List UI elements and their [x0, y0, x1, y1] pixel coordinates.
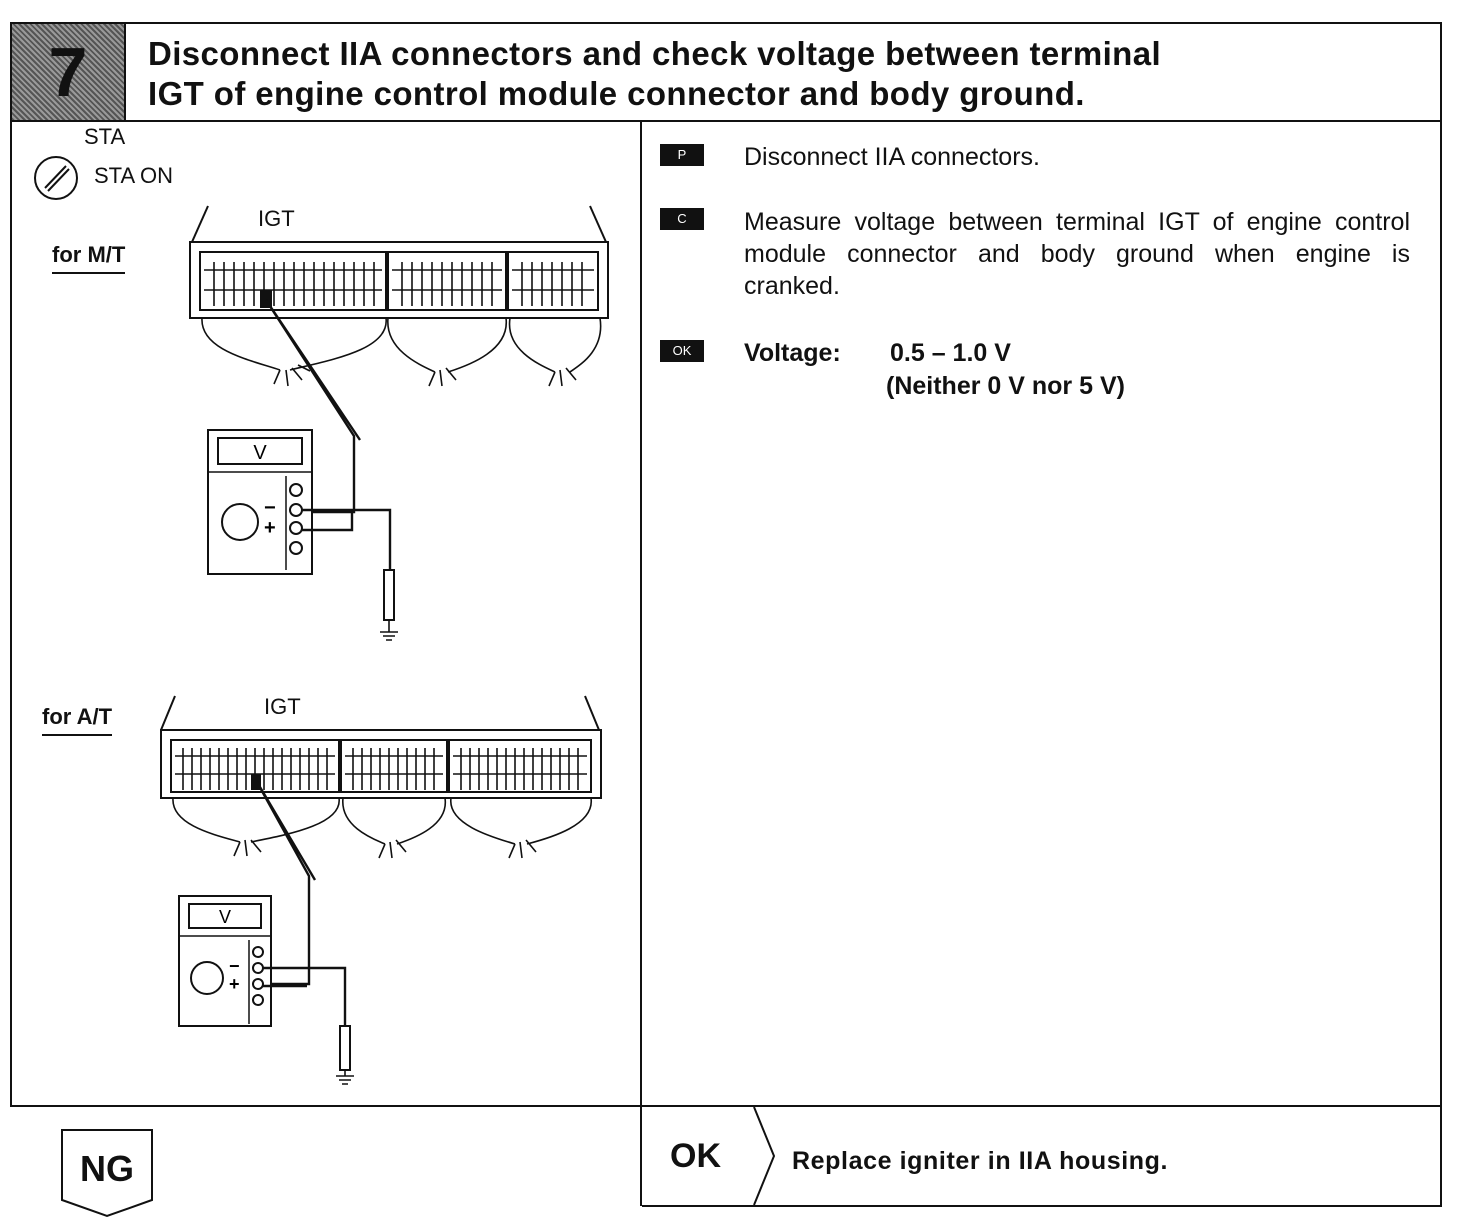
- ng-label: NG: [80, 1148, 134, 1189]
- at-label: for A/T: [42, 704, 113, 736]
- mt-connector-diagram: V − +: [189, 205, 609, 641]
- p-step-text: Disconnect IIA connectors.: [744, 143, 1040, 171]
- c-step-text: Measure voltage between terminal IGT of …: [744, 208, 1410, 300]
- column-divider: [640, 121, 642, 1206]
- at-meter-unit: V: [219, 907, 231, 927]
- ignition-switch-label: STA: [84, 124, 126, 149]
- step-title: Disconnect IIA connectors and check volt…: [148, 34, 1428, 114]
- mt-connector-block: [199, 251, 599, 311]
- mt-meter-unit: V: [253, 442, 267, 464]
- ok-step-tag: OK: [660, 340, 704, 362]
- p-step-tag: P: [660, 144, 704, 166]
- ok-result-box: OK Replace igniter in IIA housing.: [642, 1107, 1442, 1207]
- title-line-1: Disconnect IIA connectors and check volt…: [148, 35, 1162, 72]
- ng-arrow-shape: [61, 1129, 153, 1218]
- mt-plus-sign: +: [264, 517, 276, 539]
- ok-step-value: 0.5 – 1.0 V: [890, 339, 1011, 367]
- mt-label: for M/T: [52, 242, 126, 274]
- at-connector-block: [170, 739, 592, 793]
- content-frame: [10, 121, 1442, 1107]
- mt-terminal-label: IGT: [258, 206, 295, 231]
- mt-minus-sign: −: [264, 497, 276, 519]
- ok-result-text: Replace igniter in IIA housing.: [792, 1147, 1169, 1175]
- step-number: 7: [48, 33, 88, 111]
- at-minus-sign: −: [229, 956, 240, 976]
- title-line-2: IGT of engine control module connector a…: [148, 75, 1085, 112]
- at-plus-sign: +: [229, 974, 240, 994]
- right-border: [1440, 121, 1442, 1206]
- ignition-key-icon: [34, 156, 78, 200]
- at-terminal-label: IGT: [264, 694, 301, 719]
- ignition-state: STA ON: [94, 163, 174, 188]
- ok-step-label: Voltage:: [744, 339, 841, 367]
- ok-step-note: (Neither 0 V nor 5 V): [886, 372, 1125, 400]
- ok-arrow-chevron: [753, 1107, 776, 1205]
- at-connector-diagram: V − +: [160, 695, 602, 1085]
- ok-result-label: OK: [670, 1137, 721, 1175]
- c-step-tag: C: [660, 208, 704, 230]
- step-header: 7 Disconnect IIA connectors and check vo…: [10, 22, 1442, 122]
- step-number-badge: 7: [12, 24, 126, 120]
